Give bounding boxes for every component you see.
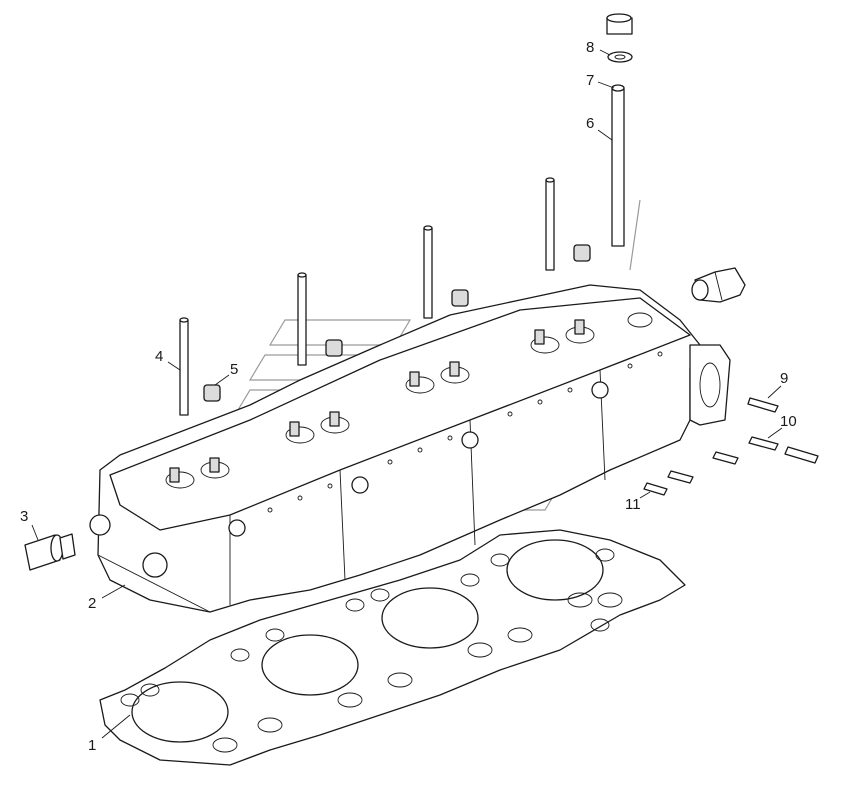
callout-6: 6 xyxy=(586,115,595,132)
callout-7: 7 xyxy=(586,72,595,89)
stud-short xyxy=(179,317,189,416)
callout-9: 9 xyxy=(780,370,789,387)
washer xyxy=(607,51,633,63)
gasket-bore-3 xyxy=(381,587,479,649)
union-fitting xyxy=(691,267,746,303)
leader-lines xyxy=(31,49,783,739)
valve-stem-seals xyxy=(203,244,591,402)
gasket-bore-2 xyxy=(261,634,359,696)
callout-2: 2 xyxy=(88,595,97,612)
callout-11: 11 xyxy=(625,496,641,513)
callout-8: 8 xyxy=(586,39,595,56)
dowel-pins xyxy=(643,397,819,496)
gasket-bore-4 xyxy=(506,539,604,601)
stud-long xyxy=(611,84,625,247)
callout-5: 5 xyxy=(230,361,239,378)
callout-3: 3 xyxy=(20,508,29,525)
gasket-bore-1 xyxy=(131,681,229,743)
plug xyxy=(24,533,76,571)
callout-4: 4 xyxy=(155,348,164,365)
callout-10: 10 xyxy=(780,413,797,430)
stud-row xyxy=(297,177,555,366)
cylinder-head xyxy=(89,284,731,613)
cylinder-head-gasket xyxy=(99,529,686,766)
callout-1: 1 xyxy=(88,737,97,754)
nut xyxy=(606,13,633,35)
